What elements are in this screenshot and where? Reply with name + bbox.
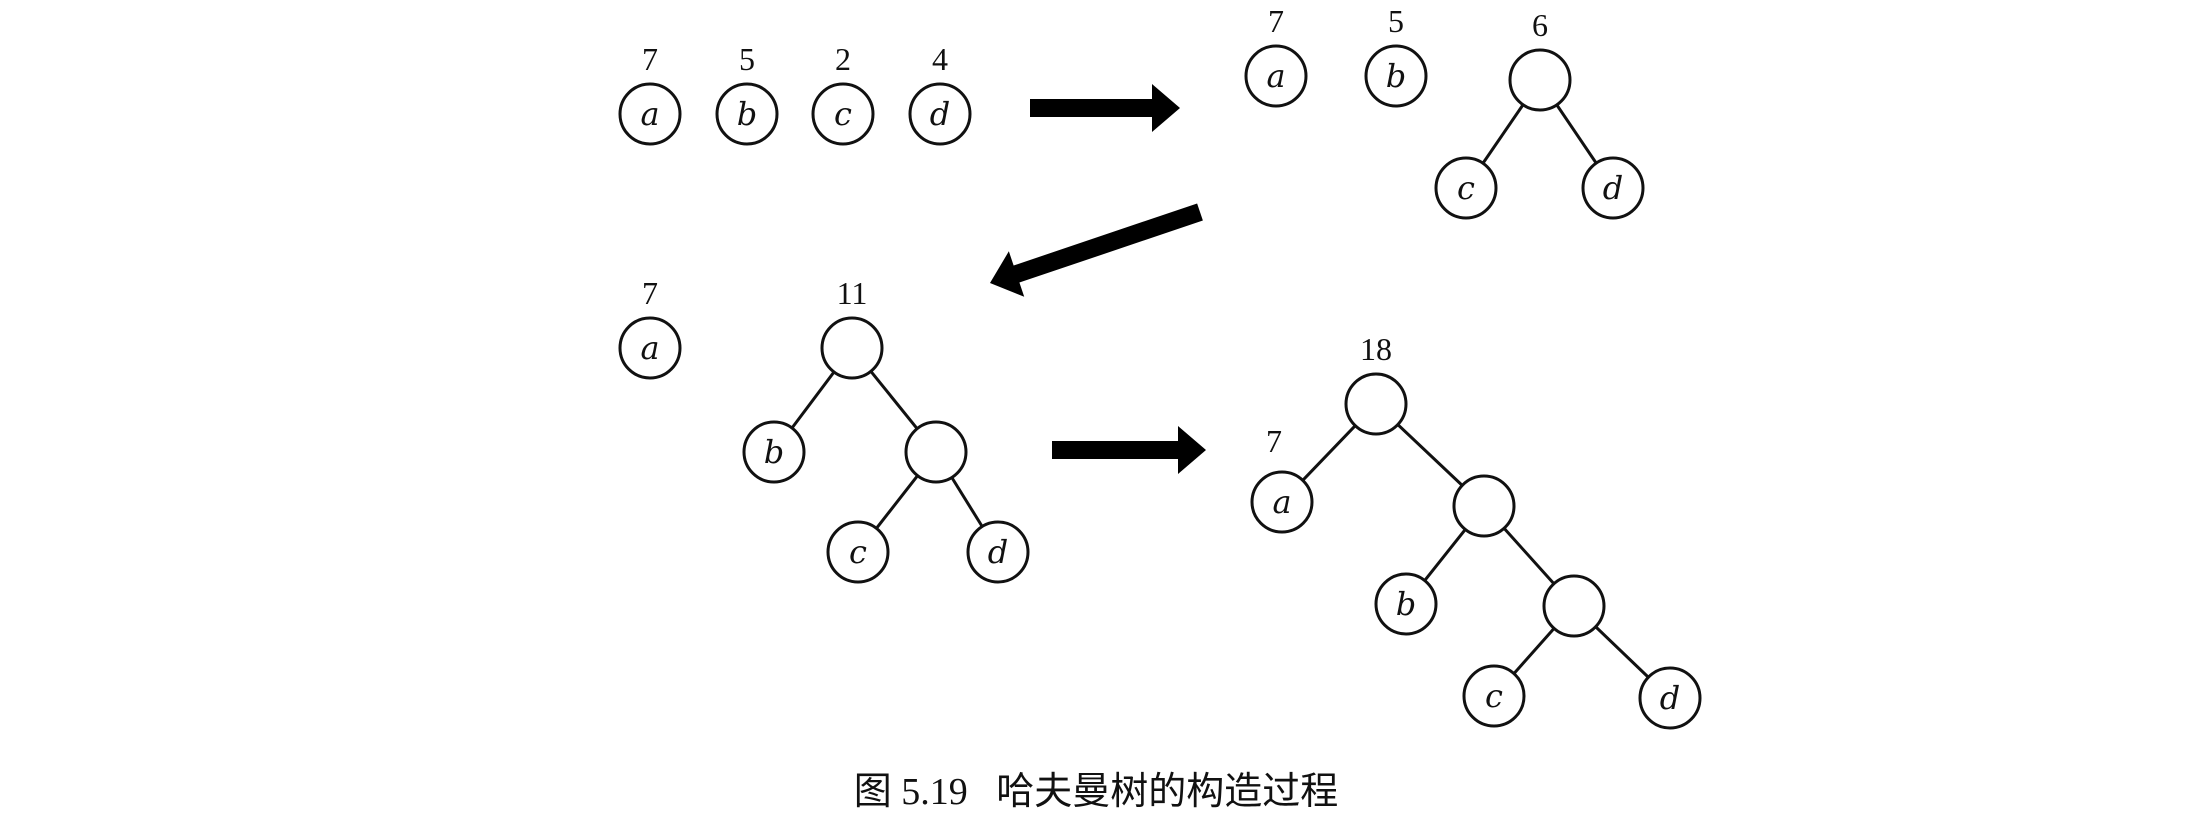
tree-edge (1301, 424, 1357, 482)
tree-node-a: a7 (1250, 423, 1314, 534)
node-circle (1244, 44, 1308, 108)
arrow-right-icon (1052, 426, 1206, 474)
tree-node-c: c (1462, 664, 1526, 728)
node-circle (618, 316, 682, 380)
tree-node-d: d (1638, 666, 1702, 730)
tree-node-d: d (966, 520, 1030, 584)
internal-node: 18 (1344, 331, 1408, 436)
node-circle (826, 520, 890, 584)
internal-node (1452, 474, 1516, 538)
node-letter: d (930, 95, 950, 133)
arrow-right-icon (1030, 84, 1180, 132)
node-letter: d (1660, 679, 1680, 717)
node-letter: c (1485, 677, 1503, 715)
node-letter: d (1603, 169, 1623, 207)
tree-node-b: b5 (715, 41, 779, 146)
node-letter: a (1272, 483, 1291, 521)
node-circle (1508, 48, 1572, 112)
node-circle (1638, 666, 1702, 730)
node-letter: c (834, 95, 852, 133)
node-circle (820, 316, 884, 380)
figure-caption: 图 5.19 哈夫曼树的构造过程 (853, 771, 1339, 813)
tree-node-a: a7 (618, 275, 682, 380)
tree-edge (1502, 527, 1556, 585)
tree-node-c: c (826, 520, 890, 584)
node-circle (1462, 664, 1526, 728)
node-circle (1452, 474, 1516, 538)
tree-node-b: b5 (1364, 3, 1428, 108)
node-circle (715, 82, 779, 146)
tree-node-b: b (1374, 572, 1438, 636)
node-circle (618, 82, 682, 146)
tree-node-d: d4 (908, 41, 972, 146)
node-circle (1434, 156, 1498, 220)
node-circle (811, 82, 875, 146)
node-weight: 7 (642, 275, 658, 311)
tree-node-c: c2 (811, 41, 875, 146)
node-circle (1581, 156, 1645, 220)
node-weight: 7 (642, 41, 658, 77)
node-weight: 7 (1266, 423, 1282, 459)
node-weight: 2 (835, 41, 851, 77)
tree-node-d: d (1581, 156, 1645, 220)
tree-node-a: a7 (1244, 3, 1308, 108)
tree-edge (869, 370, 919, 430)
node-circle (908, 82, 972, 146)
node-weight: 11 (837, 275, 868, 311)
tree-edge (1594, 625, 1650, 679)
node-weight: 6 (1532, 7, 1548, 43)
node-weight: 5 (739, 41, 755, 77)
node-weight: 18 (1360, 331, 1392, 367)
tree-edge (1555, 104, 1598, 164)
node-letter: b (1386, 57, 1406, 95)
arrow-down-left-icon (990, 203, 1203, 297)
internal-node (1542, 574, 1606, 638)
tree-edge (1396, 423, 1464, 487)
internal-node (904, 420, 968, 484)
node-letter: b (764, 433, 784, 471)
tree-node-c: c (1434, 156, 1498, 220)
node-weight: 7 (1268, 3, 1284, 39)
tree-edge (875, 474, 919, 530)
node-letter: c (849, 533, 867, 571)
node-circle (1374, 572, 1438, 636)
node-letter: a (640, 329, 659, 367)
node-circle (1250, 470, 1314, 534)
node-circle (742, 420, 806, 484)
node-circle (1344, 372, 1408, 436)
node-weight: 4 (932, 41, 948, 77)
internal-node: 6 (1508, 7, 1572, 112)
tree-node-a: a7 (618, 41, 682, 146)
node-circle (1364, 44, 1428, 108)
node-letter: c (1457, 169, 1475, 207)
tree-edge (1512, 627, 1556, 675)
node-circle (966, 520, 1030, 584)
tree-edge (790, 371, 836, 429)
tree-edge (1481, 103, 1525, 165)
node-letter: a (640, 95, 659, 133)
tree-edge (950, 476, 984, 528)
node-letter: a (1266, 57, 1285, 95)
node-letter: b (737, 95, 757, 133)
node-weight: 5 (1388, 3, 1404, 39)
tree-node-b: b (742, 420, 806, 484)
node-letter: b (1396, 585, 1416, 623)
node-circle (904, 420, 968, 484)
node-letter: d (988, 533, 1008, 571)
edges-layer (790, 103, 1650, 679)
node-circle (1542, 574, 1606, 638)
internal-node: 11 (820, 275, 884, 380)
tree-edge (1423, 528, 1467, 582)
